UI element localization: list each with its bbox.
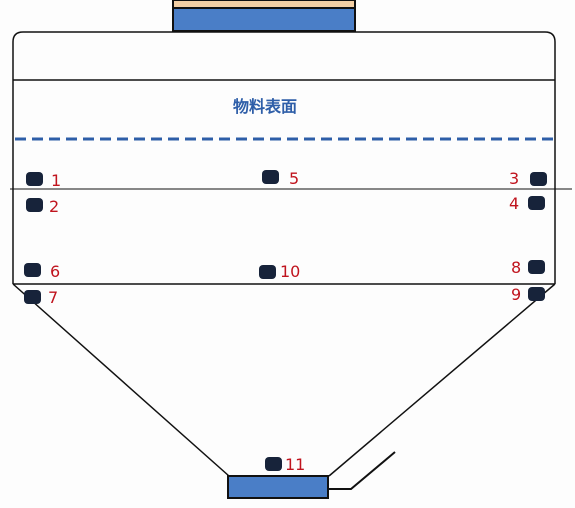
sensor-6: 6 (24, 262, 60, 281)
sensor-marker (26, 172, 43, 186)
outlet-pipe (328, 451, 396, 490)
sensor-marker (265, 457, 282, 471)
sensor-5: 5 (262, 169, 299, 188)
feed-inlet-block (172, 7, 356, 32)
sensor-label: 8 (511, 258, 521, 277)
sensor-2: 2 (26, 197, 59, 216)
hopper-side-right (328, 283, 556, 477)
sensor-label: 10 (280, 262, 300, 281)
sensor-10: 10 (259, 262, 300, 281)
sensor-label: 2 (49, 197, 59, 216)
sensor-marker (528, 260, 545, 274)
hopper-side-left (12, 283, 230, 477)
sensor-marker (24, 290, 41, 304)
outlet-block (227, 475, 329, 499)
sensor-label: 6 (50, 262, 60, 281)
sensor-marker (528, 196, 545, 210)
sensor-marker (262, 170, 279, 184)
sensor-label: 11 (285, 455, 305, 474)
silo-outline (12, 31, 556, 80)
sensor-label: 5 (289, 169, 299, 188)
feed-inlet-top (172, 0, 356, 9)
sensor-label: 9 (511, 285, 521, 304)
sensor-marker (259, 265, 276, 279)
sensor-1: 1 (26, 171, 61, 190)
sensor-9: 9 (511, 285, 545, 304)
sensor-label: 3 (509, 169, 519, 188)
sensor-marker (26, 198, 43, 212)
sensor-label: 4 (509, 194, 519, 213)
sensor-label: 7 (48, 288, 58, 307)
sensor-8: 8 (511, 258, 545, 277)
material-surface-label: 物料表面 (233, 97, 297, 116)
sensor-4: 4 (509, 194, 545, 213)
sensor-7: 7 (24, 288, 58, 307)
sensor-marker (530, 172, 547, 186)
sensor-label: 1 (51, 171, 61, 190)
sensor-marker (528, 287, 545, 301)
sensor-11: 11 (265, 455, 305, 474)
sensor-marker (24, 263, 41, 277)
sensor-3: 3 (509, 169, 547, 188)
